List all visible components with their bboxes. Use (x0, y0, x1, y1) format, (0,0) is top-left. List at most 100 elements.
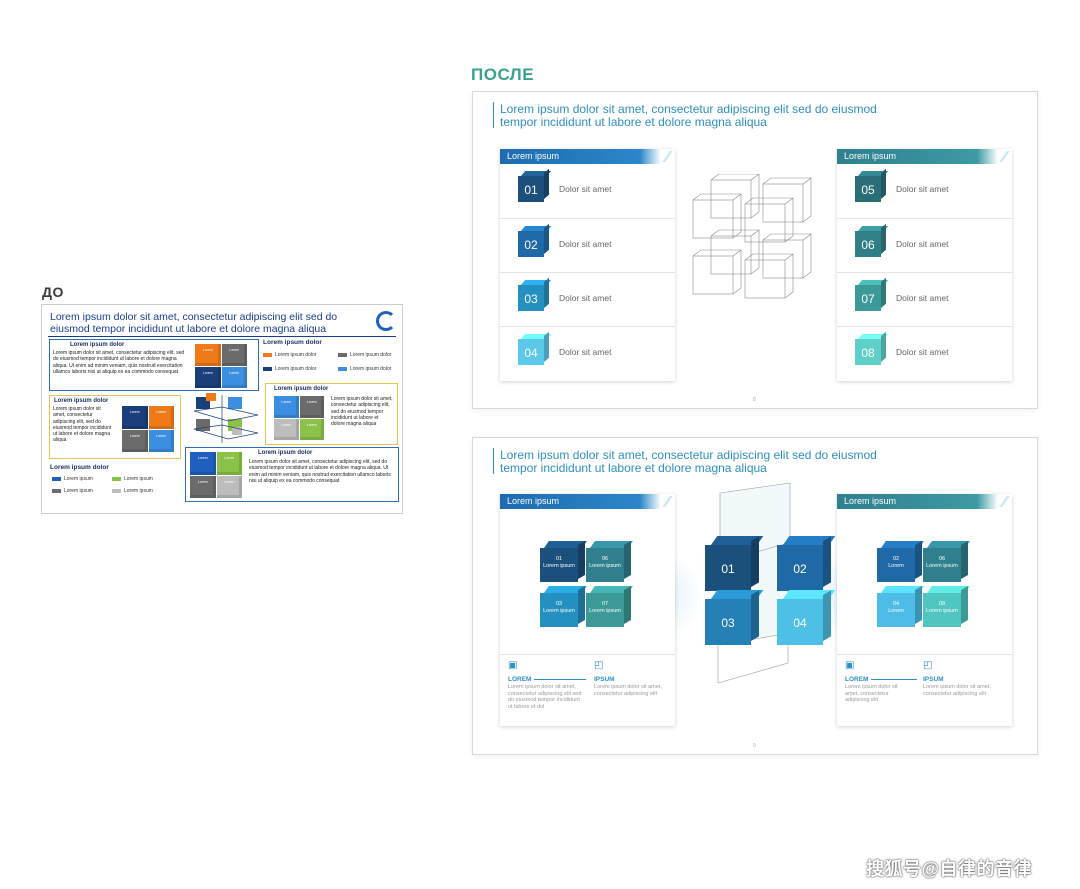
legend-item: Lorem ipsum dolor (338, 366, 391, 372)
foot-title: IPSUM (923, 676, 944, 683)
slide-title: Lorem ipsum dolor sit amet, consectetur … (500, 102, 877, 129)
cube-cluster: Lorem Lorem Lorem Lorem (195, 344, 247, 388)
before-slide-title: Lorem ipsum dolor sit amet, consectetur … (50, 311, 338, 335)
arrow-line (871, 679, 917, 680)
legend-item: Lorem ipsum (112, 476, 153, 482)
title-accent-bar (493, 448, 494, 474)
central-cube-graphic: 01 02 03 04 (678, 483, 838, 708)
arrow-line (534, 679, 586, 680)
document-icon: ▣ (508, 660, 518, 671)
logo-icon (376, 311, 396, 331)
number-cube: 02 (518, 231, 544, 257)
list-item: 05 Dolor sit amet (837, 164, 1012, 217)
before-label: ДО (42, 284, 64, 300)
legend-item: Lorem ipsum (52, 488, 93, 494)
big-cube: 01 (705, 545, 751, 591)
legend-heading: Lorem ipsum dolor (50, 464, 109, 471)
number-cube: 07 (855, 285, 881, 311)
before-box-1: Lorem ipsum dolor Lorem ipsum dolor sit … (49, 339, 259, 391)
big-cube: 03 (705, 599, 751, 645)
foot-title: LOREM (508, 676, 532, 683)
left-list-panel: Lorem ipsum 01 Dolor sit amet 02 Dolor s… (500, 149, 675, 381)
legend-item: Lorem ipsum dolor (338, 352, 391, 358)
panel-header: Lorem ipsum (500, 494, 675, 509)
title-divider (48, 336, 396, 337)
central-cube-graphic (192, 393, 262, 445)
page-number: 8 (753, 397, 756, 403)
presentation-icon: ◰ (923, 660, 933, 671)
list-item-text: Dolor sit amet (559, 293, 612, 303)
after-slide-2: Lorem ipsum dolor sit amet, consectetur … (472, 437, 1038, 755)
legend-item: Lorem ipsum (52, 476, 93, 482)
list-item: 04 Dolor sit amet (500, 326, 675, 379)
list-item-text: Dolor sit amet (896, 239, 949, 249)
box-text: Lorem ipsum dolor sit amet, consectetur … (53, 350, 185, 375)
list-item-text: Dolor sit amet (896, 347, 949, 357)
list-item-text: Dolor sit amet (559, 239, 612, 249)
list-item-text: Dolor sit amet (896, 184, 949, 194)
box-text: Lorem ipsum dolor sit amet, consectetur … (331, 396, 393, 428)
wireframe-cubes-graphic (689, 173, 819, 309)
legend-item: Lorem ipsum (112, 488, 153, 494)
list-item: 07 Dolor sit amet (837, 272, 1012, 325)
foot-text: Lorem ipsum dolor sit amet, consectetur … (594, 684, 662, 697)
foot-text: Lorem ipsum dolor sit amet, consectetur … (845, 684, 898, 703)
box-title: Lorem ipsum dolor (274, 386, 329, 392)
before-box-3: Lorem ipsum dolor Lorem Lorem Lorem Lore… (265, 383, 398, 445)
box-text: Lorem ipsum dolor sit amet, consectetur … (249, 459, 391, 484)
legend-heading: Lorem ipsum dolor (263, 339, 322, 346)
slide-title: Lorem ipsum dolor sit amet, consectetur … (500, 448, 877, 475)
page-number: 9 (753, 743, 756, 749)
list-item: 06 Dolor sit amet (837, 218, 1012, 271)
box-title: Lorem ipsum dolor (258, 450, 313, 456)
box-title: Lorem ipsum dolor (70, 342, 125, 348)
number-cube: 01 (518, 176, 544, 202)
panel-header: Lorem ipsum (837, 149, 1012, 164)
document-icon: ▣ (845, 660, 855, 671)
foot-title: LOREM (845, 676, 869, 683)
list-item-text: Dolor sit amet (896, 293, 949, 303)
panel-header: Lorem ipsum (837, 494, 1012, 509)
number-cube: 06 (855, 231, 881, 257)
list-item-text: Dolor sit amet (559, 347, 612, 357)
after-slide-1: Lorem ipsum dolor sit amet, consectetur … (472, 91, 1038, 409)
after-label: ПОСЛЕ (471, 65, 535, 84)
number-cube: 03 (518, 285, 544, 311)
right-list-panel: Lorem ipsum 05 Dolor sit amet 06 Dolor s… (837, 149, 1012, 381)
list-item: 02 Dolor sit amet (500, 218, 675, 271)
number-cube: 04 (518, 339, 544, 365)
cube-cluster: Lorem Lorem Lorem Lorem (274, 396, 324, 440)
legend-item: Lorem ipsum dolor (263, 352, 316, 358)
foot-title: IPSUM (594, 676, 615, 683)
foot-text: Lorem ipsum dolor sit amet, consectetur … (508, 684, 582, 710)
before-slide: Lorem ipsum dolor sit amet, consectetur … (41, 304, 403, 514)
foot-text: Lorem ipsum dolor sit amet, consectetur … (923, 684, 991, 697)
list-item: 03 Dolor sit amet (500, 272, 675, 325)
before-box-2: Lorem ipsum dolor Lorem ipsum dolor sit … (49, 395, 181, 459)
before-box-4: Lorem ipsum dolor Lorem Lorem Lorem Lore… (185, 447, 399, 502)
legend-item: Lorem ipsum dolor (263, 366, 316, 372)
watermark: 搜狐号@自律的音律 (866, 859, 1033, 879)
number-cube: 05 (855, 176, 881, 202)
title-accent-bar (493, 102, 494, 128)
big-cube: 02 (777, 545, 823, 591)
box-title: Lorem ipsum dolor (54, 398, 109, 404)
number-cube: 08 (855, 339, 881, 365)
presentation-icon: ◰ (594, 660, 604, 671)
cube-cluster: Lorem Lorem Lorem Lorem (190, 452, 242, 498)
panel-header: Lorem ipsum (500, 149, 675, 164)
list-item: 08 Dolor sit amet (837, 326, 1012, 379)
list-item: 01 Dolor sit amet (500, 164, 675, 217)
list-item-text: Dolor sit amet (559, 184, 612, 194)
cube-cluster: Lorem Lorem Lorem Lorem (122, 406, 174, 452)
